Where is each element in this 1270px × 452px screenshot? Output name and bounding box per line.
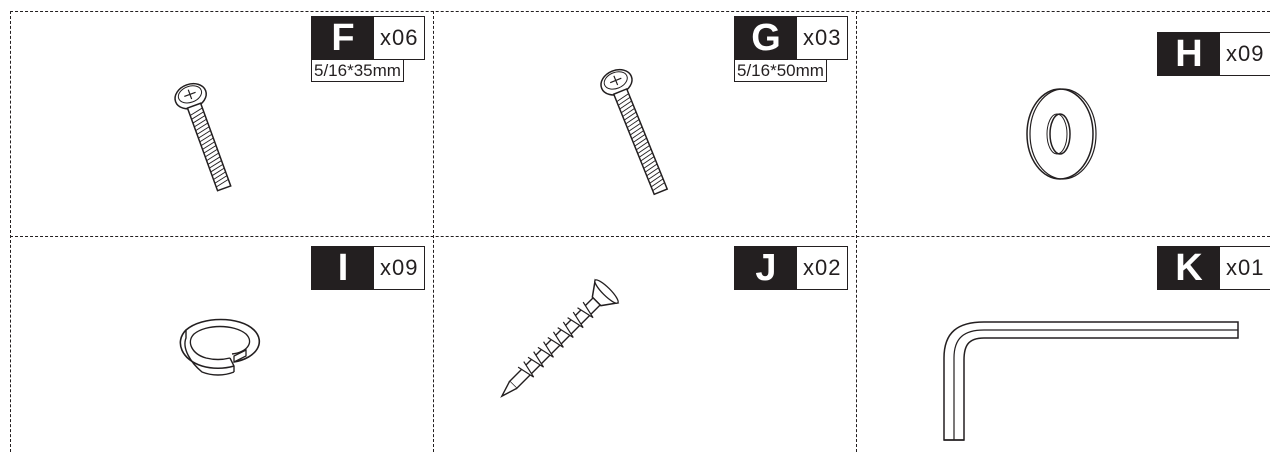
grid-line-col1 <box>433 11 434 452</box>
part-badge-i: I x09 <box>311 246 426 290</box>
part-quantity: x03 <box>803 25 842 50</box>
part-badge-g: G x03 <box>734 16 849 60</box>
grid-line-top <box>10 11 1270 12</box>
grid-line-col2 <box>856 11 857 452</box>
part-badge-k: K x01 <box>1157 246 1270 290</box>
part-quantity: x09 <box>380 255 419 280</box>
part-quantity: x01 <box>1226 255 1265 280</box>
grid-line-middle <box>10 236 1270 237</box>
part-quantity: x02 <box>803 255 842 280</box>
grid-line-left <box>10 11 11 452</box>
part-quantity: x09 <box>1226 41 1265 66</box>
spring-washer-icon <box>179 318 260 376</box>
part-letter: J <box>735 247 797 289</box>
part-letter: G <box>735 17 797 59</box>
part-badge-j: J x02 <box>734 246 849 290</box>
part-letter: K <box>1158 247 1220 289</box>
part-quantity: x06 <box>380 25 419 50</box>
part-letter: I <box>312 247 374 289</box>
part-badge-h: H x09 <box>1157 32 1270 76</box>
bolt-icon <box>600 68 669 196</box>
part-size: 5/16*50mm <box>734 60 827 82</box>
part-letter: F <box>312 17 374 59</box>
bolt-icon <box>174 82 232 192</box>
wood-screw-icon <box>500 278 620 398</box>
part-badge-f: F x06 <box>311 16 426 60</box>
part-letter: H <box>1158 33 1220 75</box>
flat-washer-icon <box>1026 88 1097 180</box>
allen-key-icon <box>943 321 1239 441</box>
part-size: 5/16*35mm <box>311 60 404 82</box>
